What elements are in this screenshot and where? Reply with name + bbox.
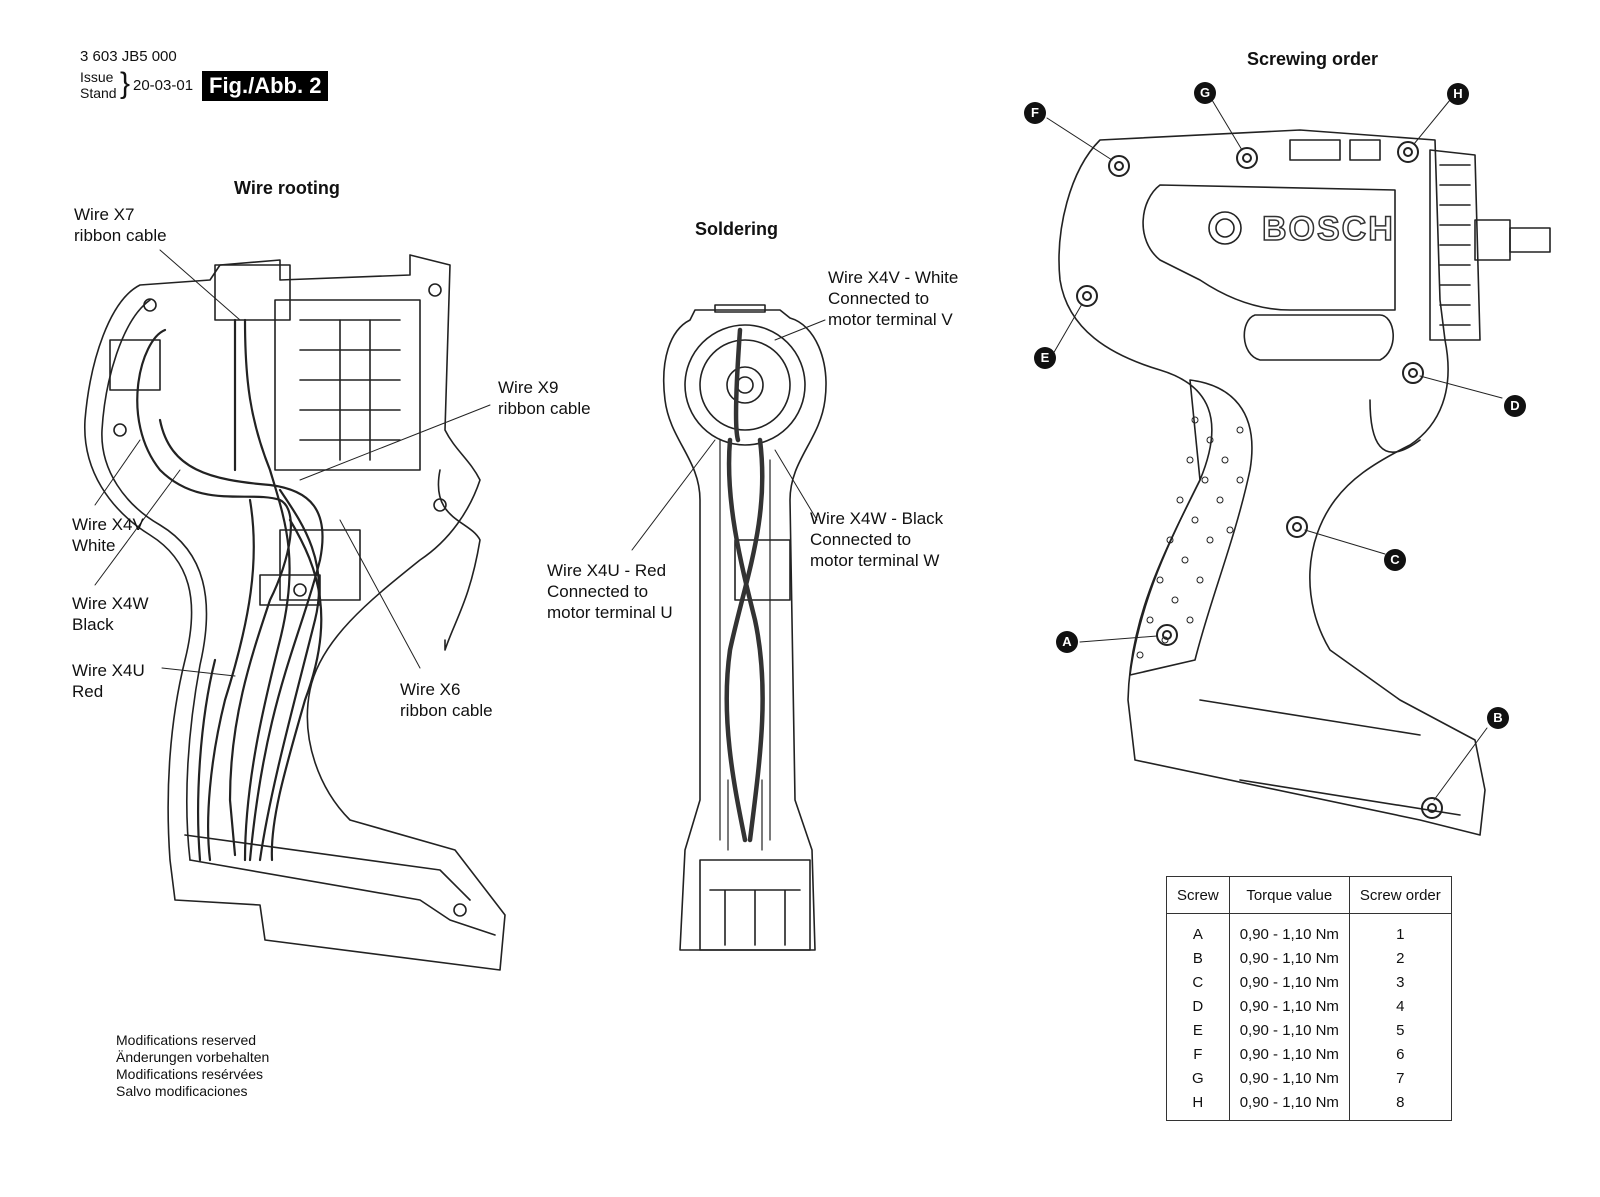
screw-leaders	[1046, 99, 1503, 801]
label-terminal-u: Wire X4U - Red Connected to motor termin…	[547, 561, 673, 622]
label-wire-x4v: Wire X4V White	[72, 515, 144, 555]
label-terminal-v: Wire X4V - White Connected to motor term…	[828, 268, 959, 329]
col-torque: Torque value	[1228, 876, 1350, 914]
cell-order: 4	[1348, 994, 1452, 1018]
wire-rooting-housing	[84, 254, 506, 971]
footer-line-2: Änderungen vorbehalten	[116, 1049, 270, 1065]
screw-marker-f: F	[1024, 102, 1046, 124]
screw-marker-e: E	[1034, 347, 1056, 369]
brace-glyph: }	[120, 67, 131, 100]
cell-torque: 0,90 - 1,10 Nm	[1228, 970, 1350, 994]
label-wire-x6: Wire X6 ribbon cable	[400, 680, 493, 720]
footer-line-3: Modifications resérvées	[116, 1066, 264, 1082]
stand-label: Stand	[80, 85, 117, 101]
cell-screw: B	[1166, 946, 1230, 970]
soldering-title: Soldering	[695, 219, 779, 239]
cell-torque: 0,90 - 1,10 Nm	[1228, 913, 1350, 946]
label-wire-x9: Wire X9 ribbon cable	[498, 378, 591, 418]
cell-screw: C	[1166, 970, 1230, 994]
torque-table-header: Screw Torque value Screw order	[1166, 876, 1452, 914]
cell-torque: 0,90 - 1,10 Nm	[1228, 1090, 1350, 1121]
label-wire-x4u: Wire X4U Red	[72, 661, 145, 701]
cell-screw: G	[1166, 1066, 1230, 1090]
cell-screw: E	[1166, 1018, 1230, 1042]
screw-marker-b: B	[1487, 707, 1509, 729]
screw-marker-a: A	[1056, 631, 1078, 653]
col-order: Screw order	[1348, 876, 1452, 914]
footer-line-1: Modifications reserved	[116, 1032, 257, 1048]
cell-order: 6	[1348, 1042, 1452, 1066]
soldering-housing	[662, 304, 827, 951]
cell-screw: F	[1166, 1042, 1230, 1066]
screw-marker-d: D	[1504, 395, 1526, 417]
cell-order: 2	[1348, 946, 1452, 970]
cell-torque: 0,90 - 1,10 Nm	[1228, 1018, 1350, 1042]
issue-date: 20-03-01	[133, 77, 194, 94]
label-wire-x7: Wire X7 ribbon cable	[74, 205, 167, 245]
screwing-housing	[1058, 129, 1551, 836]
cell-torque: 0,90 - 1,10 Nm	[1228, 1042, 1350, 1066]
cell-torque: 0,90 - 1,10 Nm	[1228, 1066, 1350, 1090]
cell-order: 8	[1348, 1090, 1452, 1121]
soldering-leaders	[631, 319, 826, 551]
col-screw: Screw	[1166, 876, 1230, 914]
screw-marker-h: H	[1447, 83, 1469, 105]
screwing-order-title: Screwing order	[1247, 49, 1379, 69]
wire-rooting-title: Wire rooting	[234, 178, 340, 198]
cell-torque: 0,90 - 1,10 Nm	[1228, 994, 1350, 1018]
figure-label: Fig./Abb. 2	[202, 71, 329, 101]
label-wire-x4w: Wire X4W Black	[72, 594, 149, 634]
screw-marker-c: C	[1384, 549, 1406, 571]
issue-label: Issue	[80, 69, 114, 85]
cell-screw: D	[1166, 994, 1230, 1018]
bosch-logo: BOSCH	[1261, 209, 1395, 249]
label-terminal-w: Wire X4W - Black Connected to motor term…	[810, 509, 944, 570]
footer-line-4: Salvo modificaciones	[116, 1083, 248, 1099]
cell-order: 5	[1348, 1018, 1452, 1042]
screw-marker-g: G	[1194, 82, 1216, 104]
cell-order: 1	[1348, 913, 1452, 946]
grip-dots	[1136, 416, 1244, 659]
cell-screw: H	[1166, 1090, 1230, 1121]
cell-order: 7	[1348, 1066, 1452, 1090]
cell-torque: 0,90 - 1,10 Nm	[1228, 946, 1350, 970]
cell-screw: A	[1166, 913, 1230, 946]
part-number: 3 603 JB5 000	[80, 48, 177, 65]
wire-rooting-leaders	[94, 249, 491, 677]
cell-order: 3	[1348, 970, 1452, 994]
